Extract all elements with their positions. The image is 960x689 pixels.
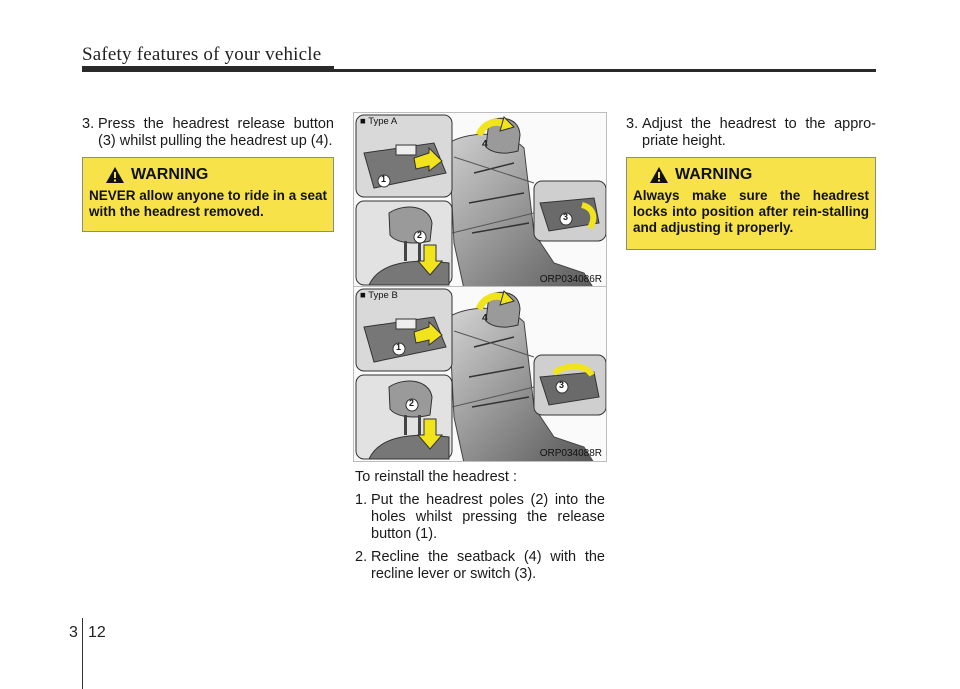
middle-column: To reinstall the headrest : 1.Put the he… xyxy=(355,469,605,587)
left-column: 3.Press the headrest release button (3) … xyxy=(82,116,334,154)
warning-title: WARNING xyxy=(131,166,209,183)
reinstall-step-1: 1.Put the headrest poles (2) into the ho… xyxy=(355,492,605,543)
warning-box-left: WARNING NEVER allow anyone to ride in a … xyxy=(82,157,334,232)
warning-text: Always make sure the headrest locks into… xyxy=(633,188,869,235)
figure-caption: ORP034086R xyxy=(539,274,602,285)
callout-4: 4 xyxy=(482,313,488,324)
callout-1: 1 xyxy=(381,174,387,184)
header-rule xyxy=(82,69,876,72)
warning-text: NEVER allow anyone to ride in a seat wit… xyxy=(89,188,327,219)
warning-header: WARNING xyxy=(105,166,327,184)
figure-caption: ORP034088R xyxy=(539,448,602,459)
reinstall-intro: To reinstall the headrest : xyxy=(355,469,518,485)
step-text: Put the headrest poles (2) into the hole… xyxy=(371,492,605,542)
callout-2: 2 xyxy=(409,398,415,408)
page-header-title: Safety features of your vehicle xyxy=(82,44,322,65)
figure-type-label: ■ Type B xyxy=(360,290,398,301)
warning-box-right: WARNING Always make sure the headrest lo… xyxy=(626,157,876,250)
section-number: 3 xyxy=(69,624,78,641)
step-number: 3. xyxy=(626,116,639,132)
callout-1: 1 xyxy=(396,342,402,352)
step-number: 3. xyxy=(82,116,95,132)
figure-type-a: ■ Type A 1 2 3 4 ORP034086R xyxy=(353,112,607,288)
headrest-removal-illustration-b xyxy=(355,288,606,461)
callout-2: 2 xyxy=(417,230,423,240)
callout-4: 4 xyxy=(482,139,488,150)
page-number: 12 xyxy=(88,624,106,641)
warning-triangle-icon xyxy=(650,167,668,183)
step-number: 1. xyxy=(355,492,368,508)
figure-type-label: ■ Type A xyxy=(360,116,398,127)
right-column: 3.Adjust the headrest to the appro-priat… xyxy=(626,116,876,154)
reinstall-step-2: 2.Recline the seatback (4) with the recl… xyxy=(355,549,605,583)
step-3-adjust: 3.Adjust the headrest to the appro-priat… xyxy=(626,116,876,150)
callout-3: 3 xyxy=(563,212,569,222)
headrest-removal-illustration-a xyxy=(355,114,606,287)
warning-header: WARNING xyxy=(649,166,869,184)
step-text: Recline the seatback (4) with the reclin… xyxy=(371,549,605,582)
figure-type-b: ■ Type B 1 2 3 4 ORP034088R xyxy=(353,286,607,462)
step-3-remove: 3.Press the headrest release button (3) … xyxy=(82,116,334,150)
footer-divider xyxy=(82,618,83,689)
header-rule-accent xyxy=(82,66,334,72)
warning-title: WARNING xyxy=(675,166,753,183)
step-text: Press the headrest release button (3) wh… xyxy=(98,116,334,149)
callout-3: 3 xyxy=(559,380,565,390)
step-number: 2. xyxy=(355,549,368,565)
warning-triangle-icon xyxy=(106,167,124,183)
step-text: Adjust the headrest to the appro-priate … xyxy=(642,116,876,149)
